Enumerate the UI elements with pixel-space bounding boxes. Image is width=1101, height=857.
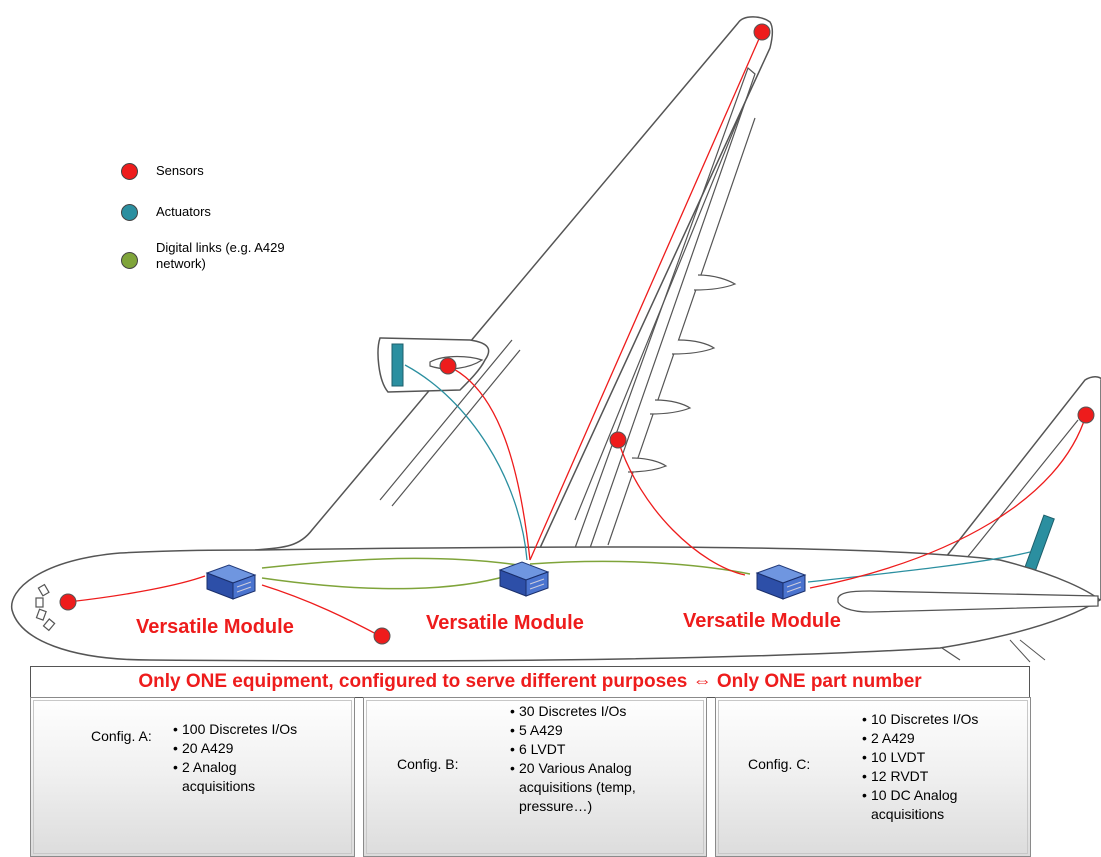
- module-icon: [498, 561, 550, 597]
- sensor-dot: [609, 431, 627, 449]
- module-label: Versatile Module: [426, 612, 584, 634]
- config-item: 5 A429: [510, 721, 675, 740]
- sensor-dot: [1077, 406, 1095, 424]
- fuselage-outline: [10, 546, 1101, 662]
- module-icon: [755, 564, 807, 600]
- sensor-dot: [373, 627, 391, 645]
- config-list: 30 Discretes I/Os 5 A429 6 LVDT 20 Vario…: [510, 702, 675, 816]
- config-item: 6 LVDT: [510, 740, 675, 759]
- config-item: 100 Discretes I/Os: [173, 720, 343, 739]
- flap-fairing: [671, 339, 716, 355]
- actuator-icon: [391, 343, 404, 387]
- tail-cone-line: [1009, 639, 1046, 663]
- actuator-links: [404, 364, 1031, 583]
- config-item: 20 Various Analog acquisitions (temp, pr…: [510, 759, 675, 816]
- config-item: 2 Analog acquisitions: [173, 758, 302, 796]
- legend-label: Digital links (e.g. A429 network): [156, 240, 285, 271]
- sensor-dot: [439, 357, 457, 375]
- config-item: 30 Discretes I/Os: [510, 702, 675, 721]
- sensors: [59, 23, 1095, 645]
- legend-label: Actuators: [156, 204, 211, 219]
- config-label: Config. A:: [91, 728, 152, 744]
- legend-item-actuators: Actuators: [121, 204, 211, 221]
- config-item: 10 Discretes I/Os: [862, 710, 1012, 729]
- cockpit-windows: [35, 583, 56, 632]
- config-box-b: Config. B: 30 Discretes I/Os 5 A429 6 LV…: [363, 697, 707, 857]
- sensor-dot: [753, 23, 771, 41]
- module-label: Versatile Module: [683, 610, 841, 632]
- actuator-legend-icon: [121, 204, 138, 221]
- sensor-legend-icon: [121, 163, 138, 180]
- module-icon: [205, 564, 257, 600]
- config-box-c: Config. C: 10 Discretes I/Os 2 A429 10 L…: [715, 697, 1031, 857]
- config-item: 10 LVDT: [862, 748, 1012, 767]
- tail-fin: [919, 376, 1101, 600]
- module-label: Versatile Module: [136, 616, 294, 638]
- legend-item-sensors: Sensors: [121, 163, 204, 180]
- legend-item-digital-links: Digital links (e.g. A429 network): [121, 240, 301, 272]
- config-label: Config. C:: [748, 756, 811, 772]
- config-item: 10 DC Analog acquisitions: [862, 786, 991, 824]
- legend-label: Sensors: [156, 163, 204, 178]
- horizontal-stabilizer: [837, 590, 1099, 613]
- config-list: 10 Discretes I/Os 2 A429 10 LVDT 12 RVDT…: [862, 710, 1012, 824]
- config-label: Config. B:: [397, 756, 459, 772]
- flap-fairing: [649, 399, 692, 415]
- digital-link-legend-icon: [121, 252, 138, 269]
- wing-leading-edge: [379, 339, 521, 507]
- config-item: 20 A429: [173, 739, 343, 758]
- flap-fairing: [627, 457, 668, 473]
- flap-fairing: [693, 274, 737, 291]
- config-list: 100 Discretes I/Os 20 A429 2 Analog acqu…: [173, 720, 343, 796]
- config-item: 2 A429: [862, 729, 1012, 748]
- part-number-banner: Only ONE equipment, configured to serve …: [30, 666, 1030, 698]
- sensor-links: [67, 31, 1087, 637]
- digital-links: [261, 557, 751, 590]
- sensor-dot: [59, 593, 77, 611]
- config-item: 12 RVDT: [862, 767, 1012, 786]
- wing-outline: [254, 16, 774, 551]
- config-box-a: Config. A: 100 Discretes I/Os 20 A429 2 …: [30, 697, 355, 857]
